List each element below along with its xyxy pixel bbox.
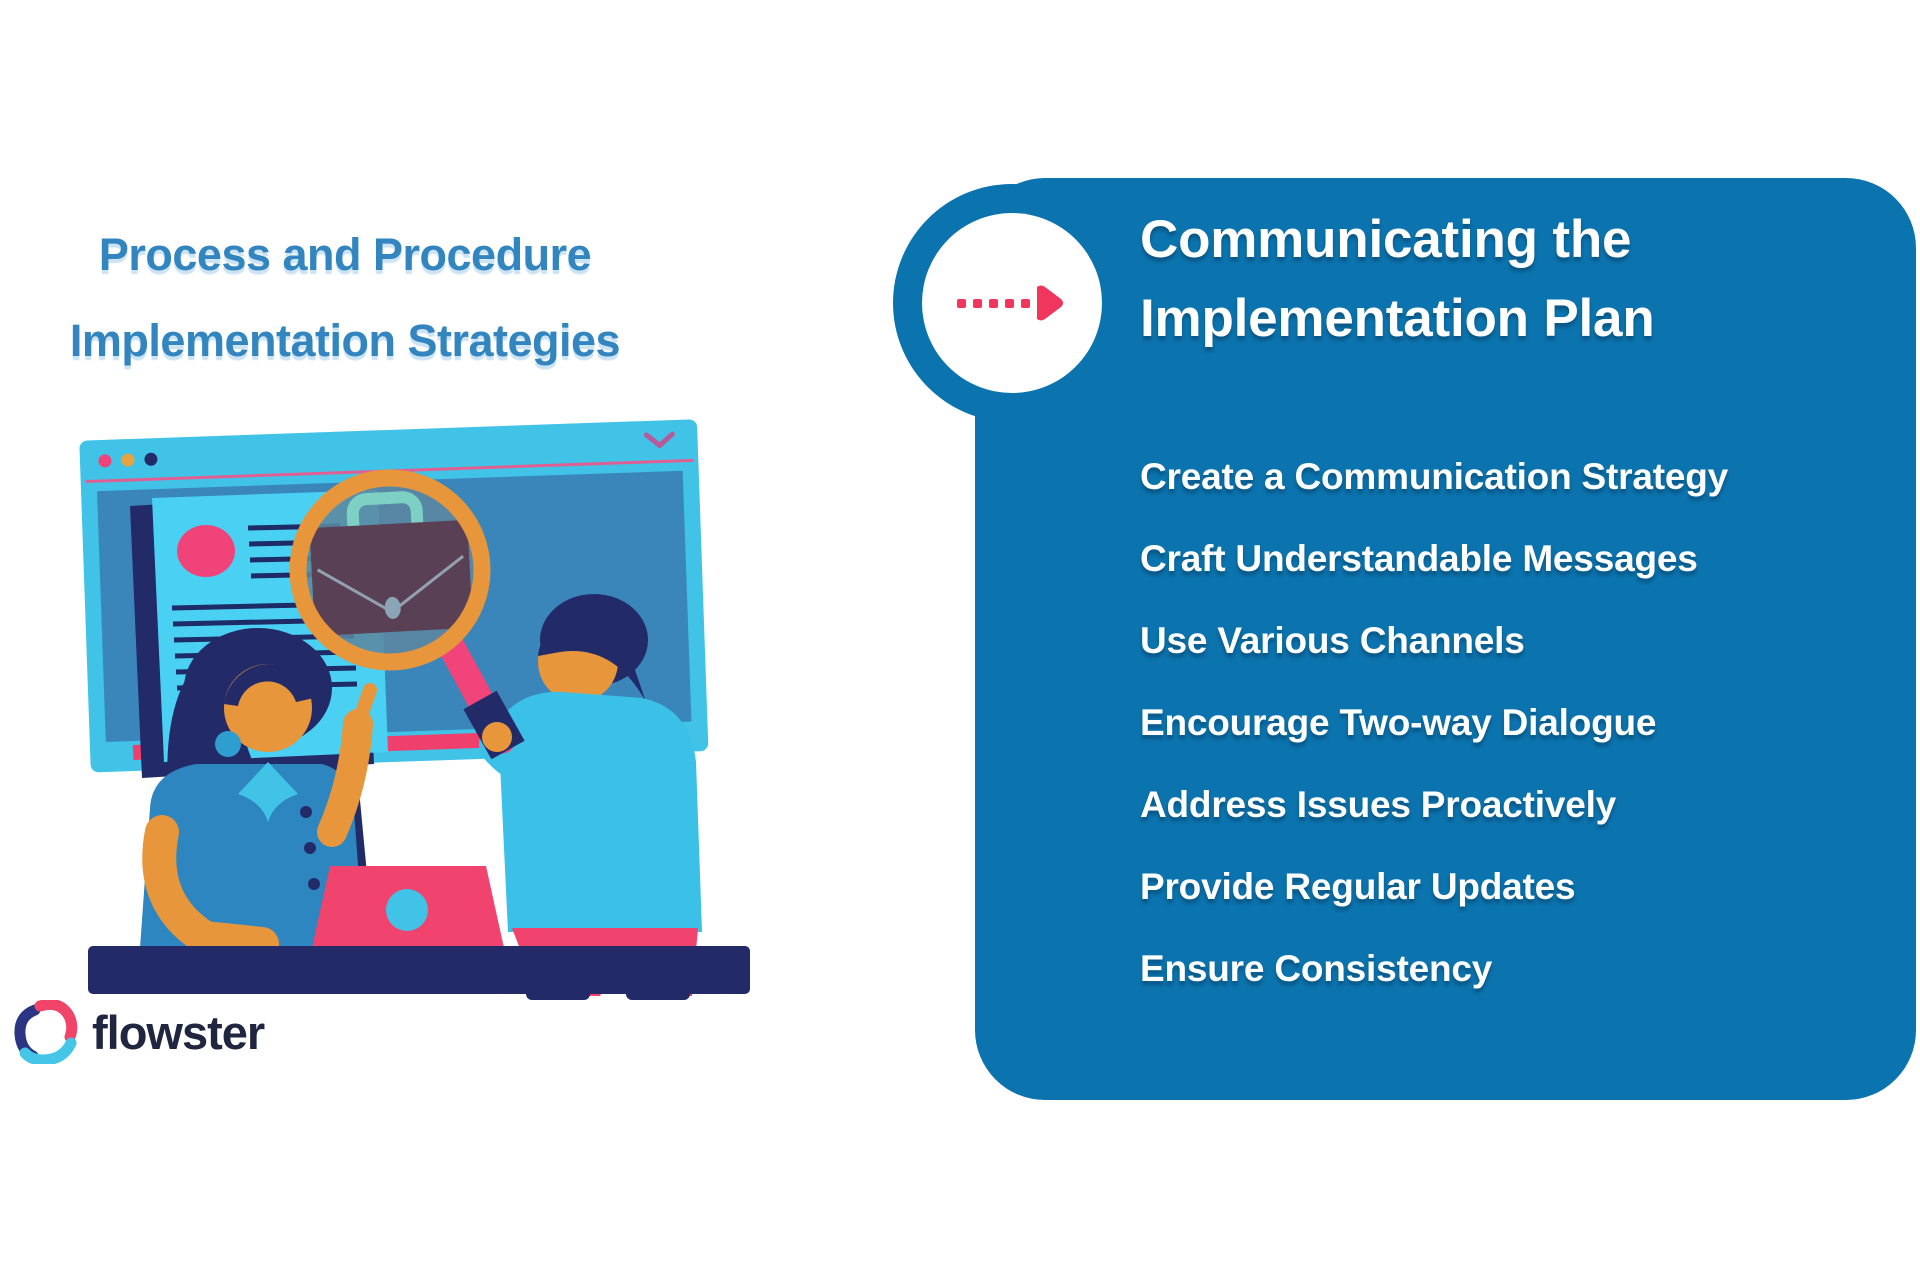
list-item: Create a Communication Strategy	[1140, 456, 1729, 497]
arrow-badge	[922, 213, 1102, 393]
flowster-logo-icon	[14, 1000, 78, 1064]
magnifier-icon	[289, 469, 525, 760]
card-title-line1: Communicating the	[1140, 210, 1632, 269]
page-title: Process and Procedure Implementation Str…	[0, 212, 690, 384]
list-item: Provide Regular Updates	[1140, 866, 1576, 907]
card-title: Communicating the Implementation Plan	[1140, 200, 1900, 358]
page-title-line2: Implementation Strategies	[69, 315, 621, 366]
list-item: Ensure Consistency	[1140, 948, 1493, 989]
desk	[88, 946, 750, 994]
card-list: Create a Communication Strategy Craft Un…	[1140, 436, 1900, 1010]
dashed-arrow-right-icon	[957, 285, 1063, 321]
laptop-icon	[312, 866, 504, 948]
window-dot-navy	[144, 452, 158, 466]
flowster-logo-text: flowster	[92, 1005, 265, 1059]
card-title-line2: Implementation Plan	[1140, 289, 1655, 348]
chevron-down-icon	[643, 431, 675, 448]
window-dot-orange	[121, 453, 135, 467]
woman-figure	[140, 628, 377, 961]
illustration	[79, 419, 750, 1000]
list-item: Craft Understandable Messages	[1140, 538, 1698, 579]
info-card	[975, 178, 1916, 1100]
window-dot-pink	[98, 454, 112, 468]
flowster-logo: flowster	[14, 1000, 265, 1064]
briefcase-icon	[309, 491, 473, 636]
list-item: Encourage Two-way Dialogue	[1140, 702, 1657, 743]
page-title-line1: Process and Procedure	[98, 229, 592, 280]
earring	[215, 731, 241, 757]
list-item: Use Various Channels	[1140, 620, 1525, 661]
pointing-finger	[351, 683, 377, 731]
list-item: Address Issues Proactively	[1140, 784, 1617, 825]
